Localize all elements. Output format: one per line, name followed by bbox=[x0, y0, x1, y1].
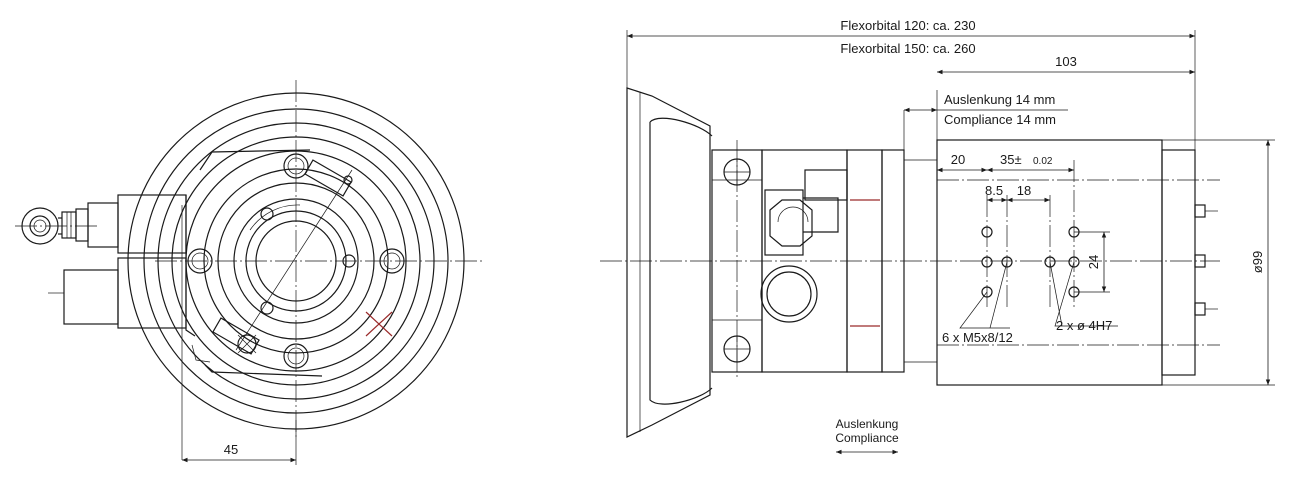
dim-35-label: 35± bbox=[1000, 152, 1022, 167]
pins-label: 2 x ø 4H7 bbox=[1056, 318, 1112, 333]
threads-label: 6 x M5x8/12 bbox=[942, 330, 1013, 345]
dim-20-label: 20 bbox=[951, 152, 965, 167]
motion-en-label: Compliance bbox=[835, 431, 899, 445]
dim-45-label: 45 bbox=[224, 442, 238, 457]
overall-length-150-label: Flexorbital 150: ca. 260 bbox=[840, 41, 975, 56]
dim-24-label: 24 bbox=[1086, 255, 1101, 269]
dim-18-label: 18 bbox=[1017, 183, 1031, 198]
side-view: Flexorbital 120: ca. 230 Flexorbital 150… bbox=[600, 18, 1275, 455]
dim-35-tolerance-label: 0.02 bbox=[1033, 156, 1053, 167]
motion-de-label: Auslenkung bbox=[836, 417, 899, 431]
deflection-en-label: Compliance 14 mm bbox=[944, 112, 1056, 127]
overall-length-120-label: Flexorbital 120: ca. 230 bbox=[840, 18, 975, 33]
dim-8-5-label: 8.5 bbox=[985, 183, 1003, 198]
diameter-99-label: ø99 bbox=[1250, 251, 1265, 273]
front-view: 45 bbox=[15, 80, 485, 465]
deflection-de-label: Auslenkung 14 mm bbox=[944, 92, 1055, 107]
length-103-label: 103 bbox=[1055, 54, 1077, 69]
